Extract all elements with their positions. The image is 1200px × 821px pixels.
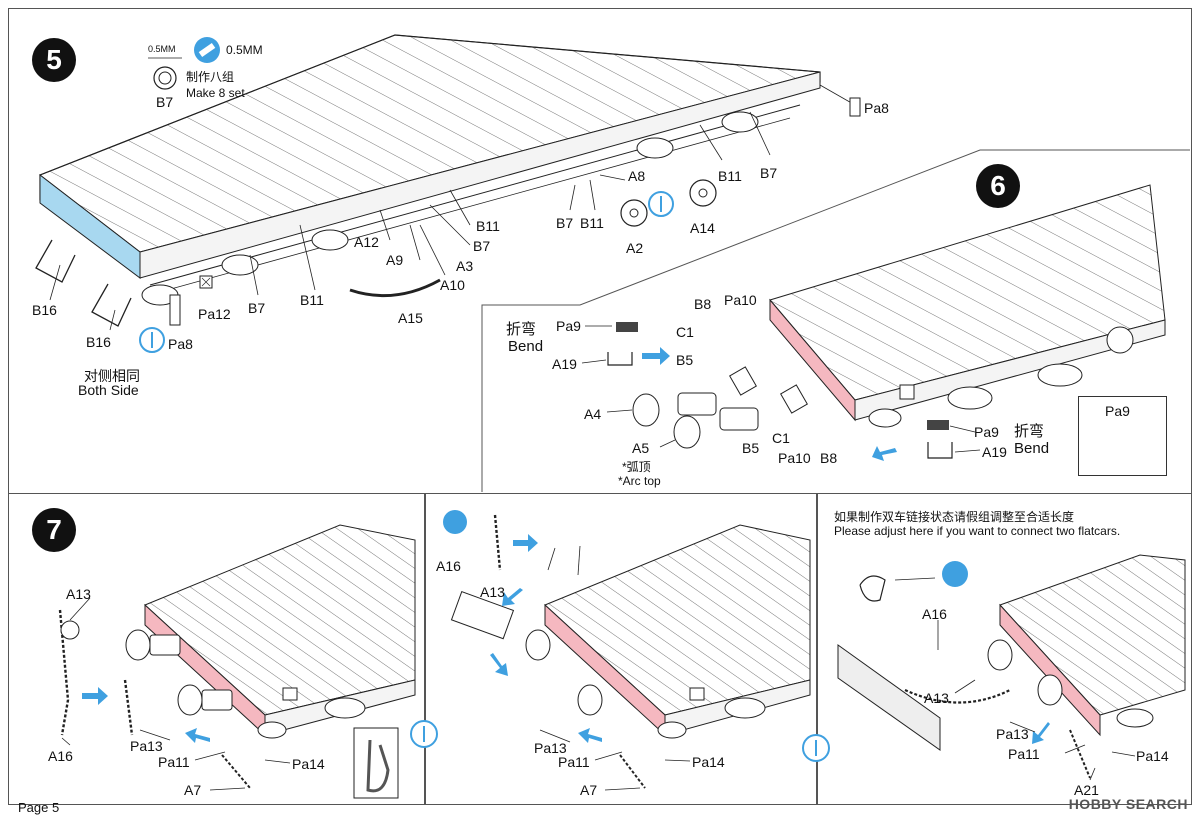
arc-top-en: *Arc top	[618, 474, 661, 488]
part-pa10: Pa10	[724, 292, 757, 308]
part-a8: A8	[628, 168, 646, 184]
part-b16-a: B16	[32, 302, 57, 318]
part-b7-d: B7	[248, 300, 266, 316]
s7m-a13: A13	[480, 584, 505, 600]
make-set-zh: 制作八组	[186, 70, 235, 84]
page-number: Page 5	[18, 800, 60, 815]
part-a3: A3	[456, 258, 474, 274]
part-a5: A5	[632, 440, 650, 456]
step7-left-frame	[8, 493, 426, 805]
s7r-pa11: Pa11	[1008, 746, 1040, 762]
both-side-en: Both Side	[78, 382, 139, 398]
both-side-zh: 对侧相同	[84, 368, 140, 384]
s7r-note-en: Please adjust here if you want to connec…	[834, 524, 1121, 538]
part-a2: A2	[626, 240, 644, 256]
watermark: HOBBY SEARCH	[1068, 796, 1188, 812]
make-set-en: Make 8 set	[186, 86, 245, 100]
step5-flatcar	[35, 34, 861, 353]
part-b16-b: B16	[86, 334, 111, 350]
s7r-pa13: Pa13	[996, 726, 1029, 742]
part-pa9-b: Pa9	[974, 424, 999, 440]
s7r-pa14: Pa14	[1136, 748, 1169, 764]
part-a12: A12	[354, 234, 379, 250]
pa9-inset: Pa9	[1078, 396, 1167, 476]
part-b7-b: B7	[556, 215, 574, 231]
part-b11-e: B11	[300, 292, 324, 308]
s7m-pa13: Pa13	[534, 740, 567, 756]
step5-number: 5	[32, 38, 76, 82]
part-pa8-b: Pa8	[168, 336, 193, 352]
tool-size-1: 0.5MM	[148, 44, 176, 54]
s7r-a16: A16	[922, 606, 947, 622]
s7l-pa11: Pa11	[158, 754, 190, 770]
bend-zh: 折弯	[506, 321, 537, 338]
s7l-a13: A13	[66, 586, 91, 602]
bend2-en: Bend	[1014, 440, 1050, 457]
part-a4: A4	[584, 406, 602, 422]
part-b7-c: B7	[473, 238, 491, 254]
step7-middle-frame	[424, 493, 818, 805]
s7l-a16: A16	[48, 748, 73, 764]
part-b7-a: B7	[760, 165, 778, 181]
part-c1: C1	[676, 324, 694, 340]
step6-frame	[481, 149, 1190, 492]
part-pa10-b: Pa10	[778, 450, 811, 466]
part-c1-b: C1	[772, 430, 790, 446]
step6-number: 6	[976, 164, 1020, 208]
part-b8: B8	[694, 296, 712, 312]
part-b5-b: B5	[742, 440, 760, 456]
part-a19: A19	[552, 356, 577, 372]
part-pa12: Pa12	[198, 306, 231, 322]
bend2-zh: 折弯	[1014, 423, 1045, 440]
s7m-pa14: Pa14	[692, 754, 725, 770]
s7l-a7: A7	[184, 782, 202, 798]
s7r-note-zh: 如果制作双车链接状态请假组调整至合适长度	[834, 510, 1075, 524]
bend-en: Bend	[508, 338, 544, 355]
step7-number: 7	[32, 508, 76, 552]
s7l-pa14: Pa14	[292, 756, 325, 772]
part-b8-b: B8	[820, 450, 838, 466]
part-a14: A14	[690, 220, 715, 236]
s7m-a7: A7	[580, 782, 598, 798]
s7l-pa13: Pa13	[130, 738, 163, 754]
part-b11-b: B11	[580, 215, 604, 231]
ring-part-label: B7	[156, 94, 174, 110]
part-a10: A10	[440, 277, 465, 293]
part-a9: A9	[386, 252, 404, 268]
s7m-a16: A16	[436, 558, 461, 574]
tool-size-2: 0.5MM	[226, 43, 263, 57]
part-b11-a: B11	[718, 168, 742, 184]
pa9-inset-label: Pa9	[1105, 403, 1130, 419]
part-pa9: Pa9	[556, 318, 581, 334]
step7-right-frame	[816, 493, 1192, 805]
s7m-pa11: Pa11	[558, 754, 590, 770]
step7-left-flatcar	[58, 524, 416, 799]
s7r-a21: A21	[1074, 782, 1099, 798]
step7-right-flatcar	[837, 554, 1186, 781]
part-pa8-top: Pa8	[864, 100, 889, 116]
s7r-a13: A13	[924, 690, 949, 706]
part-a15: A15	[398, 310, 423, 326]
part-b5: B5	[676, 352, 694, 368]
step7-middle-flatcar	[443, 510, 811, 791]
arc-top-zh: *弧顶	[622, 460, 651, 474]
part-a19-b: A19	[982, 444, 1007, 460]
part-b11-c: B11	[476, 218, 500, 234]
